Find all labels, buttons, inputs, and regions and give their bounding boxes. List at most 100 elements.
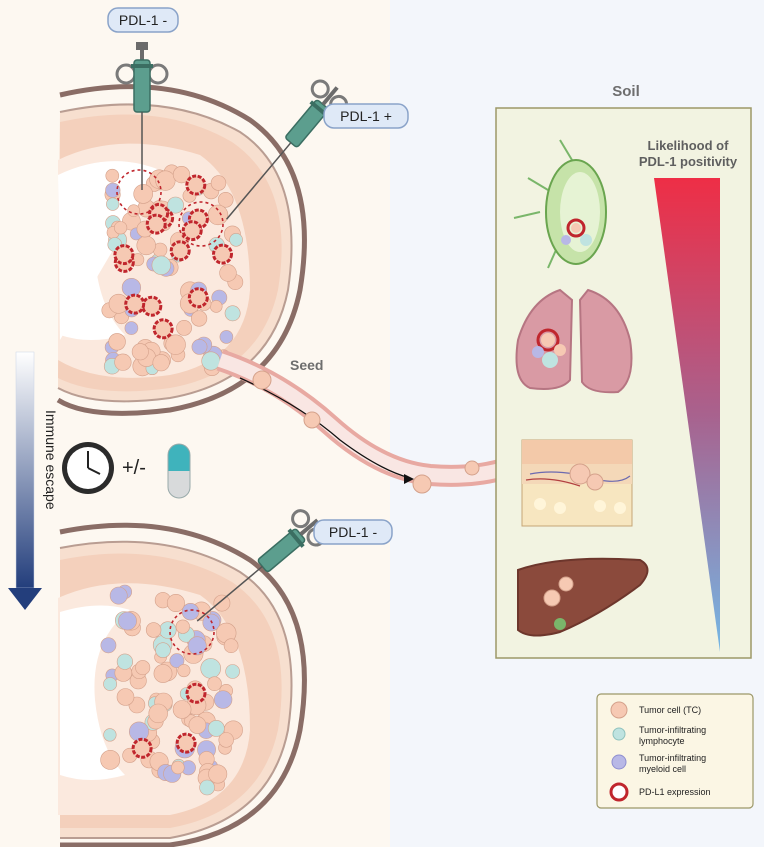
cell	[100, 637, 117, 654]
syringe-top-left	[115, 42, 169, 190]
migration-arrow	[239, 377, 411, 479]
tumor-cells-top	[101, 164, 244, 377]
immune-escape-label: Immune escape	[43, 410, 59, 510]
syringe-top-right	[226, 79, 349, 220]
pdl1-positive-cell	[169, 240, 191, 262]
cell	[159, 621, 177, 639]
liver-organ	[517, 557, 649, 637]
cell	[131, 343, 149, 361]
pdl1-positive-cell	[152, 318, 174, 340]
pill-icon	[167, 443, 191, 499]
cell	[116, 653, 133, 670]
likelihood-title-line2: PDL-1 positivity	[639, 154, 738, 169]
legend-myeloid-label-1: Tumor-infiltrating	[639, 753, 706, 763]
cell	[148, 703, 168, 724]
cell	[223, 638, 239, 654]
pdl1-positive-label: PDL-1 +	[340, 108, 392, 124]
cell	[155, 170, 176, 191]
cell	[181, 602, 200, 621]
cell	[151, 255, 172, 275]
cell	[105, 182, 121, 198]
cell	[118, 611, 137, 631]
cell	[155, 642, 171, 659]
seed-label: Seed	[290, 357, 323, 373]
legend-lymphocyte-label-1: Tumor-infiltrating	[639, 725, 706, 735]
cell	[224, 305, 241, 322]
cell	[166, 593, 185, 612]
biopsy-site-top-negative	[116, 169, 162, 215]
pdl1-positive-cell	[131, 737, 153, 759]
pdl1-negative-top-label: PDL-1 -	[119, 12, 168, 28]
pdl1-negative-bottom-label: PDL-1 -	[329, 524, 378, 540]
pdl1-positive-cell	[141, 295, 163, 317]
cell	[213, 690, 233, 709]
cell	[200, 658, 221, 679]
cell	[167, 196, 184, 214]
skin-organ	[521, 439, 633, 527]
cell	[187, 636, 207, 656]
cell	[103, 728, 117, 742]
pdl1-positive-cell	[113, 244, 135, 266]
cell	[172, 700, 192, 719]
legend-myeloid: Tumor-infiltrating myeloid cell	[611, 753, 706, 774]
blood-vessel	[216, 349, 503, 494]
cell	[105, 168, 120, 183]
cell	[210, 175, 227, 191]
circulating-tumor-cell	[412, 474, 432, 494]
cell	[219, 330, 234, 344]
biopsy-site-bottom	[169, 609, 215, 655]
cell	[153, 664, 173, 683]
primary-tumor-bottom	[58, 522, 307, 847]
cell	[100, 750, 121, 770]
cell	[165, 334, 186, 355]
cell	[145, 622, 162, 638]
biopsy-site-top-positive	[178, 201, 224, 247]
cell	[191, 310, 208, 327]
cell	[219, 264, 237, 282]
immune-escape-arrow	[8, 351, 42, 610]
pdl1-positive-cell	[212, 243, 233, 265]
legend-myeloid-label-2: myeloid cell	[639, 764, 686, 774]
cell	[229, 233, 243, 247]
soil-title: Soil	[612, 83, 640, 100]
cell	[191, 338, 208, 355]
pdl1-positive-badge: PDL-1 +	[323, 103, 409, 129]
cell	[136, 235, 156, 256]
legend-pdl1: PD-L1 expression	[609, 782, 711, 802]
likelihood-title-line1: Likelihood of	[648, 138, 730, 153]
cell	[171, 760, 185, 775]
legend-pdl1-label: PD-L1 expression	[639, 787, 711, 797]
pdl1-positive-cell	[145, 213, 167, 235]
legend-tumor-cell-label: Tumor cell (TC)	[639, 705, 701, 715]
tumor-cells-bottom	[100, 584, 243, 796]
pdl1-positive-cell	[185, 174, 207, 196]
cell	[201, 351, 221, 371]
pdl1-positive-cell	[187, 287, 209, 309]
cell	[106, 197, 120, 211]
cell	[103, 677, 117, 691]
legend-lymphocyte: Tumor-infiltrating lymphocyte	[612, 725, 706, 746]
cell	[207, 720, 225, 737]
cell	[172, 166, 191, 184]
cell	[124, 321, 139, 335]
cell	[217, 192, 234, 208]
lungs-organ	[515, 288, 633, 394]
cell	[207, 676, 222, 692]
pdl1-negative-top-badge: PDL-1 -	[107, 7, 179, 33]
lymph-node-organ	[513, 139, 607, 269]
cell	[177, 664, 191, 678]
legend-box	[596, 693, 754, 809]
pdl1-positive-cell	[181, 220, 203, 242]
cell	[218, 732, 234, 748]
cell	[133, 184, 153, 204]
pdl1-positive-cell	[175, 732, 197, 754]
legend-tumor-cell: Tumor cell (TC)	[610, 701, 701, 719]
cell	[176, 319, 192, 336]
cell	[109, 586, 128, 605]
cell	[207, 204, 229, 226]
cell	[208, 764, 228, 784]
cell	[152, 354, 170, 372]
pdl1-negative-bottom-badge: PDL-1 -	[313, 519, 393, 545]
